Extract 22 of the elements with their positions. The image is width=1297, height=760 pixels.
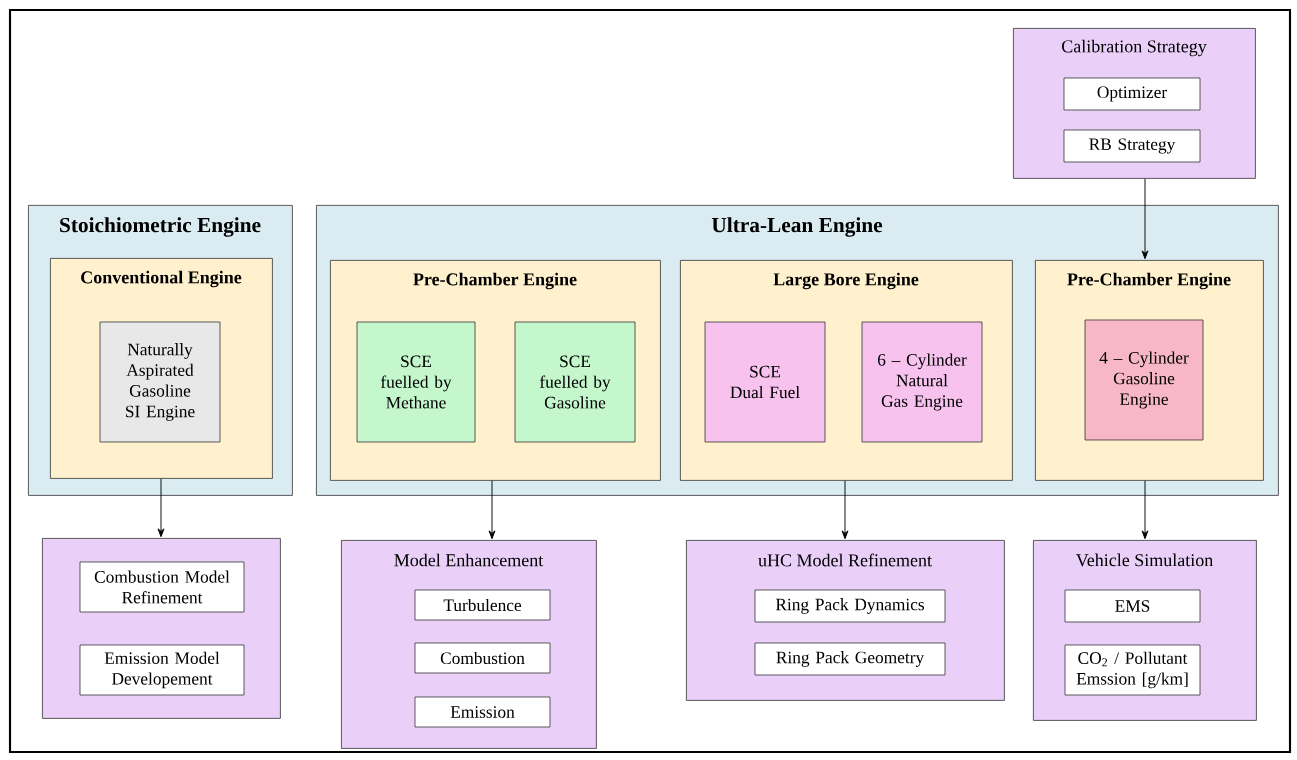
item-box: Combustion [414, 642, 551, 674]
item-box: Combustion Model Refinement [79, 561, 245, 613]
engine-box: 6 – Cylinder Natural Gas Engine [861, 321, 983, 443]
item-box: Emission [414, 696, 551, 728]
engine-box: 4 – Cylinder Gasoline Engine [1084, 319, 1204, 441]
arrow [157, 478, 165, 538]
engine-box: SCE fuelled by Gasoline [514, 321, 636, 443]
item-box: Emission Model Developement [79, 644, 245, 696]
arrow [1141, 480, 1149, 540]
arrow [488, 480, 496, 540]
item-box: Ring Pack Dynamics [754, 589, 946, 623]
engine-box: SCE Dual Fuel [704, 321, 826, 443]
item-box: CO$_{2}$ / Pollutant Emssion [g/km] [1064, 644, 1201, 696]
engine-box: Naturally Aspirated Gasoline SI Engine [99, 321, 221, 443]
engine-box: SCE fuelled by Methane [356, 321, 476, 443]
arrow [1141, 178, 1149, 260]
item-box: EMS [1064, 589, 1201, 623]
item-box: Optimizer [1063, 77, 1201, 111]
arrow [841, 480, 849, 540]
item-box: Ring Pack Geometry [754, 642, 946, 676]
item-box: RB Strategy [1063, 129, 1201, 163]
item-box: Turbulence [414, 589, 551, 621]
